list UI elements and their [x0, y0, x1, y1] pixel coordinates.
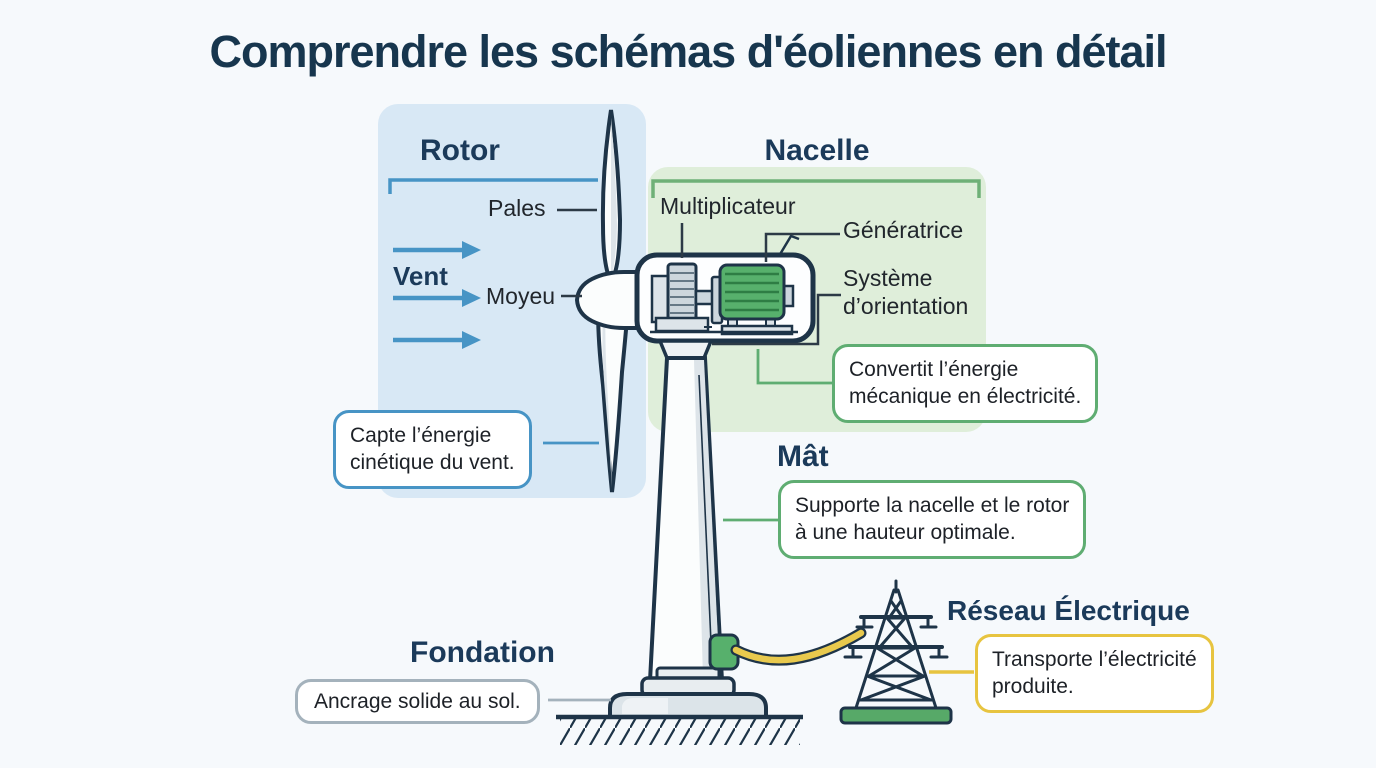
mat-callout-line1: Supporte la nacelle et le rotor: [795, 494, 1070, 517]
rotor-blades-illustration: [574, 109, 646, 493]
rotor-callout-line1: Capte l’énergie: [350, 424, 492, 447]
generatrice-label: Génératrice: [843, 217, 964, 243]
mat-callout-box: Supporte la nacelle et le rotor à une ha…: [778, 480, 1087, 559]
wind-arrows-icon: [393, 241, 481, 349]
moyeu-label: Moyeu: [486, 283, 556, 309]
generatrice-connector: [764, 232, 840, 262]
power-cable-illustration: [732, 629, 865, 664]
reseau-callout-line2: produite.: [992, 675, 1074, 699]
nacelle-callout-line2: mécanique en électricité.: [849, 385, 1082, 409]
callout-connector-lines: [543, 208, 974, 702]
fondation-callout-line1: Ancrage solide au sol.: [314, 690, 521, 713]
nacelle-heading: Nacelle: [764, 134, 870, 167]
hub-illustration: [574, 270, 646, 330]
multiplicateur-label: Multiplicateur: [660, 193, 796, 219]
fondation-callout-box: Ancrage solide au sol.: [295, 679, 540, 725]
systeme-orientation-label: Système d’orientation: [843, 265, 969, 320]
ground-hatching: [560, 719, 800, 745]
nacelle-callout-line1: Convertit l’énergie: [849, 358, 1019, 381]
rotor-heading: Rotor: [420, 134, 500, 167]
pales-label: Pales: [488, 195, 546, 221]
rotor-callout-box: Capte l’énergie cinétique du vent.: [333, 410, 532, 489]
tower-illustration: [556, 339, 803, 745]
orientation-connector: [712, 293, 841, 346]
mat-callout-line2: à une hauteur optimale.: [795, 521, 1016, 545]
convertit-connector: [756, 349, 832, 385]
nacelle-illustration: [634, 234, 816, 344]
pylon-illustration: [839, 579, 953, 725]
reseau-electrique-heading: Réseau Électrique: [947, 595, 1190, 626]
nacelle-callout-box: Convertit l’énergie mécanique en électri…: [832, 344, 1099, 423]
fondation-heading: Fondation: [410, 636, 555, 669]
mat-heading: Mât: [777, 440, 829, 473]
rotor-bracket: [388, 178, 598, 194]
rotor-callout-line2: cinétique du vent.: [350, 451, 515, 475]
reseau-callout-box: Transporte l’électricité produite.: [975, 634, 1214, 713]
vent-label: Vent: [393, 261, 448, 291]
reseau-callout-line1: Transporte l’électricité: [992, 648, 1197, 671]
pylon-base: [839, 706, 953, 725]
anemometer-icon: [777, 234, 800, 257]
page-title: Comprendre les schémas d'éoliennes en dé…: [209, 26, 1167, 77]
nacelle-bracket: [651, 179, 981, 198]
